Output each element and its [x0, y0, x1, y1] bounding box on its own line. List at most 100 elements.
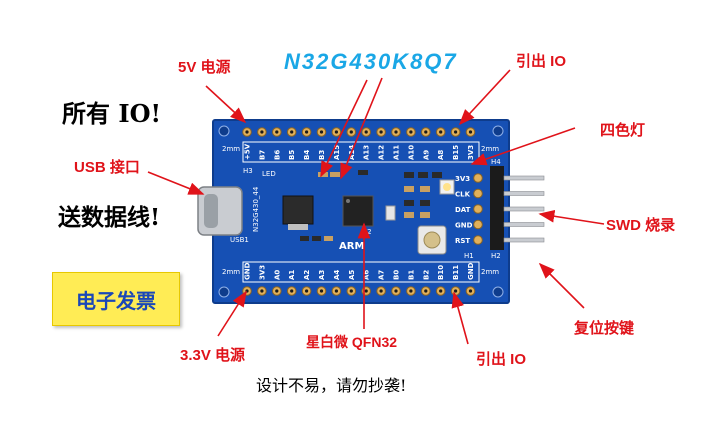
header-pad-hole [409, 289, 413, 293]
capacitor [324, 236, 333, 241]
arrow-io-top [458, 69, 511, 126]
swd-pin-label: DAT [455, 206, 471, 214]
header-pad-hole [394, 289, 398, 293]
silk-mm: 2mm [481, 145, 499, 153]
silk-mm: 2mm [222, 268, 240, 276]
top-pin-label: A8 [437, 150, 445, 160]
header-pad-hole [424, 130, 428, 134]
swd-header-pins [503, 175, 545, 243]
header-pad-hole [364, 289, 368, 293]
top-pin-label: A15 [333, 145, 341, 160]
silk-model: N32G430_44 [252, 186, 260, 232]
callout-5v: 5V 电源 [178, 59, 231, 76]
silk-mm: 2mm [222, 145, 240, 153]
mount-hole [218, 286, 230, 298]
arrow-5v [205, 85, 247, 124]
callout-swd: SWD 烧录 [606, 217, 676, 234]
arrow-3v3 [217, 290, 247, 337]
bottom-pin-label: B1 [407, 270, 415, 280]
top-pin-label: B4 [303, 150, 311, 160]
bottom-pin-label: A7 [378, 270, 386, 280]
ldo-regulator [282, 195, 314, 225]
callout-io-top: 引出 IO [516, 53, 567, 70]
mount-hole [218, 125, 230, 137]
header-pad-hole [454, 289, 458, 293]
arrow-title-2 [340, 77, 383, 180]
swd-pin [503, 237, 545, 243]
resistor [312, 236, 321, 241]
header-pad-hole [290, 289, 294, 293]
callout-io-bottom: 引出 IO [476, 351, 527, 368]
footer-note: 设计不易，请勿抄袭! [256, 376, 407, 395]
top-pin-label: B5 [288, 150, 296, 160]
top-pin-label: A12 [378, 145, 386, 160]
label-all-io: 所有 IO! [62, 99, 162, 128]
header-pad-hole [319, 289, 324, 293]
header-pad-hole [468, 289, 473, 293]
swd-pin [503, 175, 545, 181]
swd-pin [503, 206, 545, 212]
bottom-pin-label: A1 [288, 270, 296, 280]
resistor [404, 172, 414, 178]
header-pad-hole [468, 130, 473, 134]
bottom-pin-label: B2 [422, 270, 430, 280]
bottom-pin-label: A2 [303, 270, 311, 280]
arrow-swd [538, 209, 605, 225]
callout-arrows [147, 69, 605, 345]
arrow-reset [538, 262, 585, 309]
silk-h4: H4 [491, 158, 501, 166]
resistor [300, 236, 309, 241]
swd-pin [503, 222, 545, 227]
header-pad-hole [349, 289, 353, 293]
top-pin-label: +5V [244, 143, 252, 160]
swd-pad [473, 173, 483, 183]
crystal [385, 205, 396, 221]
bottom-pin-label: A0 [273, 270, 281, 280]
arrow-usb [147, 171, 205, 195]
header-pad-hole [319, 130, 324, 134]
header-pad-hole [290, 130, 294, 134]
header-pad-hole [439, 289, 443, 293]
resistor [404, 200, 414, 206]
bottom-pin-label: B0 [393, 270, 401, 280]
top-pin-label: A9 [422, 150, 430, 160]
resistor [420, 200, 430, 206]
header-pad-hole [305, 130, 309, 134]
ldo-tab [288, 224, 308, 230]
swd-pad [473, 235, 483, 245]
header-pad-hole [364, 130, 368, 134]
chip-title: N32G430K8Q7 [284, 49, 458, 74]
swd-pin [503, 191, 545, 196]
swd-pin-label: RST [455, 237, 470, 245]
swd-pad [473, 204, 483, 214]
header-pad-hole [245, 130, 249, 134]
swd-pin-label: GND [455, 222, 473, 230]
header-pad-hole [439, 130, 443, 134]
mount-hole [492, 286, 504, 298]
silk-usb1: USB1 [230, 236, 249, 244]
callout-3v3: 3.3V 电源 [180, 347, 246, 364]
rgb-led-lens [443, 183, 451, 191]
header-pad-hole [394, 130, 398, 134]
swd-pin-label: 3V3 [455, 175, 470, 183]
usb-c-port-opening [204, 194, 218, 228]
resistor [418, 172, 428, 178]
capacitor [404, 186, 414, 192]
resistor [432, 172, 442, 178]
header-pad-hole [275, 289, 279, 293]
bottom-pin-label: A5 [348, 270, 356, 280]
arrow-rgb [470, 127, 576, 166]
header-pad-hole [334, 289, 338, 293]
bottom-pin-label: B10 [437, 265, 445, 280]
top-pin-label: B15 [452, 145, 460, 160]
silk-h2: H2 [491, 252, 501, 260]
capacitor [404, 212, 414, 218]
label-usb-port: USB 接口 [74, 159, 140, 176]
silk-h3: H3 [243, 167, 253, 175]
callout-reset: 复位按键 [574, 320, 635, 337]
bottom-pin-label: A4 [333, 270, 341, 280]
